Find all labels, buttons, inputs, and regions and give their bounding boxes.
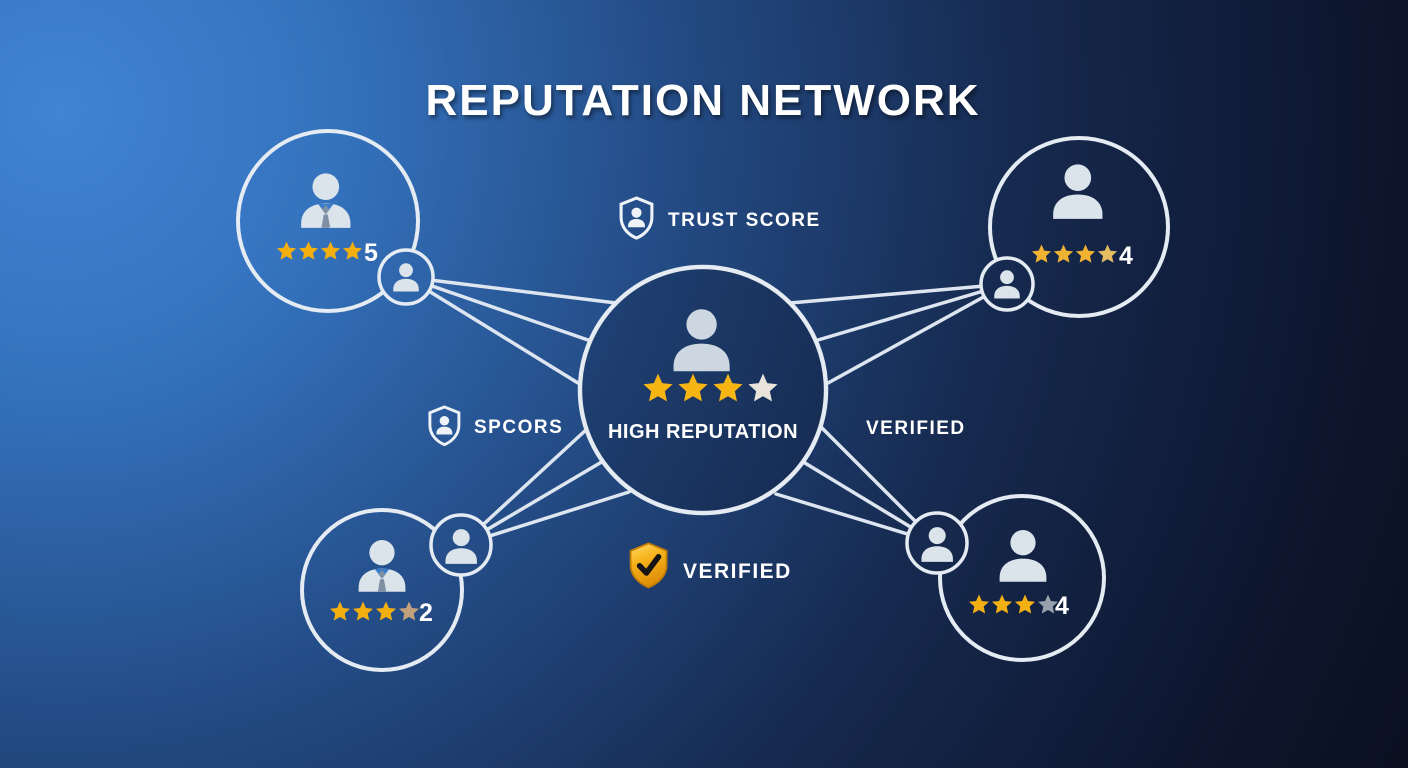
node-inner-tint [582, 269, 824, 511]
page-title: REPUTATION NETWORK [426, 76, 981, 125]
rating-score: 4 [1119, 242, 1133, 270]
connection-line [816, 282, 1009, 342]
node-top-left: 5 [236, 129, 435, 313]
trust-score-label: TRUST SCORE [668, 210, 821, 231]
node-center-high-reputation: HIGH REPUTATION [577, 264, 829, 516]
spcors-label: SPCORS [474, 417, 563, 438]
connection-line [404, 275, 590, 342]
node-circle [988, 136, 1170, 318]
connection-line [404, 275, 580, 385]
node-bottom-left: 2 [300, 508, 493, 672]
node-circle [577, 264, 829, 516]
rating-score: 2 [419, 599, 433, 627]
connection-line [788, 282, 1009, 305]
verified-right-label: VERIFIED [866, 418, 966, 439]
rating-score: 4 [1055, 592, 1069, 620]
verified-bottom-label: VERIFIED [683, 560, 792, 583]
center-node-label: HIGH REPUTATION [608, 421, 798, 443]
connection-line [404, 275, 618, 305]
trust-score-annotation: TRUST SCORE [619, 196, 821, 240]
connection-line [826, 282, 1009, 385]
node-top-right: 4 [979, 136, 1170, 318]
rating-score: 5 [364, 239, 378, 267]
node-bottom-right: 4 [905, 494, 1106, 662]
verified-bottom-annotation: VERIFIED [631, 543, 792, 587]
spcors-annotation: SPCORS [428, 405, 563, 447]
